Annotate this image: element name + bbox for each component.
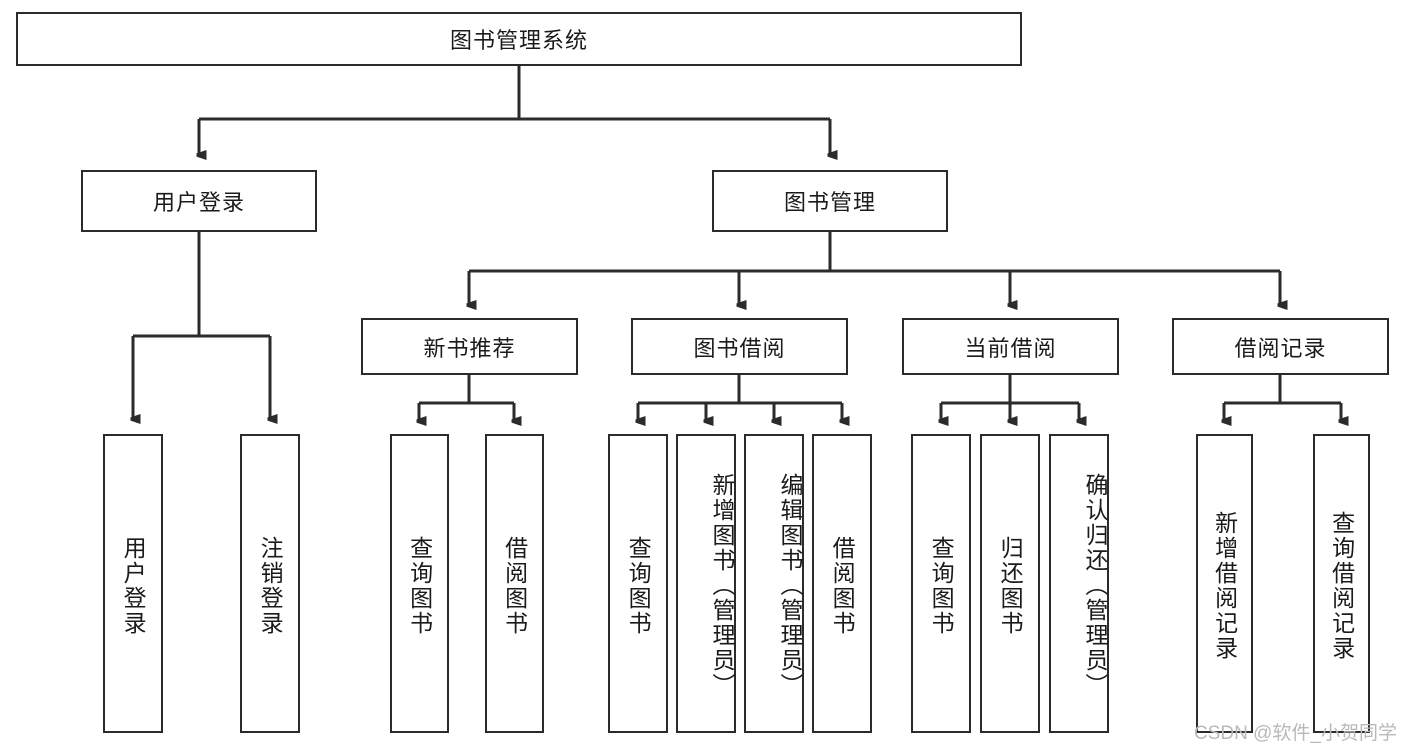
node-root[interactable]: 图书管理系统 <box>16 12 1022 66</box>
leaf-current-borrow-3-label: 确认归还（管理员） <box>1082 473 1108 698</box>
node-book-management-label: 图书管理 <box>783 190 876 215</box>
leaf-user-login-2-label: 注销登录 <box>257 535 284 636</box>
leaf-book-borrow-1[interactable]: 查询图书 <box>608 434 668 733</box>
node-book-borrow-label: 图书借阅 <box>693 335 786 361</box>
leaf-current-borrow-2-label: 归还图书 <box>997 535 1024 636</box>
leaf-new-book-1-label: 查询图书 <box>406 535 433 636</box>
watermark-text: CSDN @软件_小贺同学 <box>1194 723 1397 744</box>
leaf-book-borrow-1-label: 查询图书 <box>625 535 652 636</box>
node-user-login-label: 用户登录 <box>152 190 245 215</box>
leaf-book-borrow-4[interactable]: 借阅图书 <box>812 434 872 733</box>
node-current-borrow-label: 当前借阅 <box>964 335 1057 361</box>
leaf-borrow-record-2-label: 查询借阅记录 <box>1328 510 1355 661</box>
leaf-current-borrow-1-label: 查询图书 <box>928 535 955 636</box>
node-new-book-recommend[interactable]: 新书推荐 <box>361 318 578 375</box>
leaf-new-book-1[interactable]: 查询图书 <box>390 434 449 733</box>
leaf-borrow-record-1-label: 新增借阅记录 <box>1211 510 1238 661</box>
node-root-label: 图书管理系统 <box>449 28 588 53</box>
leaf-book-borrow-3[interactable]: 编辑图书（管理员） <box>744 434 804 733</box>
leaf-borrow-record-2[interactable]: 查询借阅记录 <box>1313 434 1370 733</box>
node-borrow-record-label: 借阅记录 <box>1234 335 1327 361</box>
node-current-borrow[interactable]: 当前借阅 <box>902 318 1119 375</box>
leaf-current-borrow-1[interactable]: 查询图书 <box>911 434 971 733</box>
leaf-book-borrow-2[interactable]: 新增图书（管理员） <box>676 434 736 733</box>
node-new-book-recommend-label: 新书推荐 <box>423 335 516 361</box>
leaf-book-borrow-3-label: 编辑图书（管理员） <box>777 473 803 698</box>
leaf-book-borrow-2-label: 新增图书（管理员） <box>709 473 735 698</box>
node-borrow-record[interactable]: 借阅记录 <box>1172 318 1389 375</box>
leaf-book-borrow-4-label: 借阅图书 <box>829 535 856 636</box>
leaf-user-login-2[interactable]: 注销登录 <box>240 434 300 733</box>
leaf-user-login-1[interactable]: 用户登录 <box>103 434 163 733</box>
leaf-new-book-2[interactable]: 借阅图书 <box>485 434 544 733</box>
leaf-current-borrow-2[interactable]: 归还图书 <box>980 434 1040 733</box>
leaf-new-book-2-label: 借阅图书 <box>501 535 528 636</box>
node-book-borrow[interactable]: 图书借阅 <box>631 318 848 375</box>
leaf-current-borrow-3[interactable]: 确认归还（管理员） <box>1049 434 1109 733</box>
leaf-borrow-record-1[interactable]: 新增借阅记录 <box>1196 434 1253 733</box>
node-book-management[interactable]: 图书管理 <box>712 170 948 232</box>
leaf-user-login-1-label: 用户登录 <box>120 535 147 636</box>
node-user-login[interactable]: 用户登录 <box>81 170 317 232</box>
